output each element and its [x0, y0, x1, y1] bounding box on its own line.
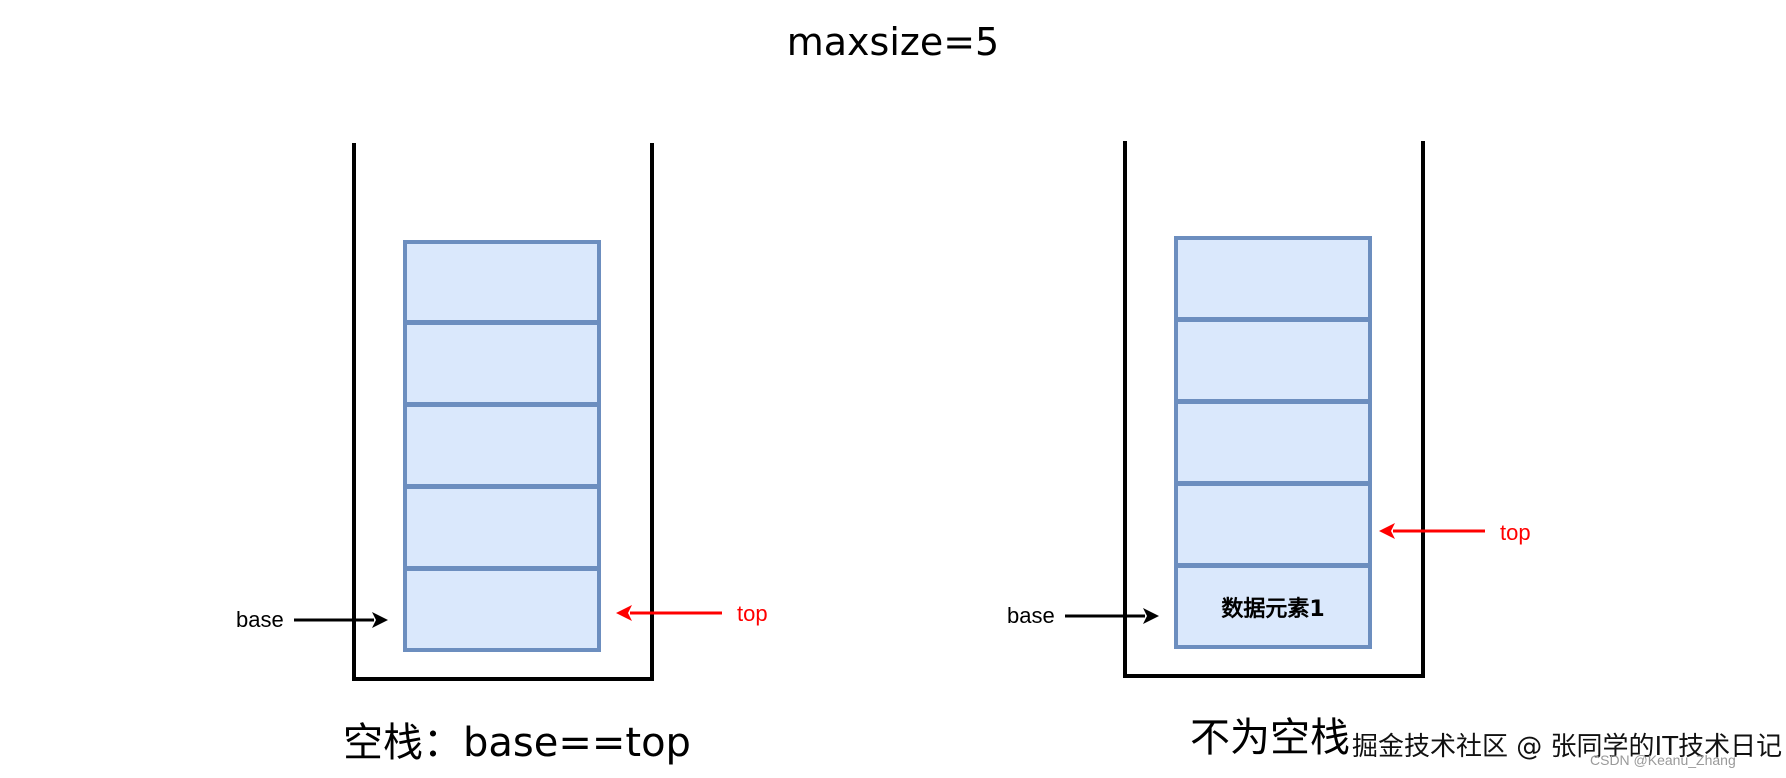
top-label: top	[1500, 520, 1531, 545]
stack-cell	[403, 240, 601, 324]
stack-cell	[403, 321, 601, 406]
stack-caption: 空栈：base==top	[343, 720, 691, 766]
base-label: base	[236, 607, 284, 632]
stack-cell	[1174, 400, 1372, 485]
stack-cell	[403, 403, 601, 488]
data-element-cell: 数据元素1	[1174, 564, 1372, 649]
stack-container	[352, 143, 654, 681]
stack-cell	[403, 567, 601, 652]
stack-cell	[1174, 236, 1372, 321]
watermark-small: CSDN @Keanu_Zhang	[1590, 752, 1736, 768]
base-arrow	[1065, 608, 1159, 624]
diagram-title: maxsize=5	[786, 20, 1000, 64]
stack-caption: 不为空栈	[1190, 715, 1350, 761]
top-arrow	[616, 605, 722, 621]
stack-container	[1123, 141, 1425, 678]
watermark: 掘金技术社区 @ 张同学的IT技术日记	[1352, 732, 1783, 762]
base-arrow	[294, 612, 388, 628]
stack-cell	[1174, 482, 1372, 567]
top-label: top	[737, 601, 768, 626]
stack-cell	[403, 485, 601, 570]
stack-cell	[1174, 318, 1372, 403]
top-arrow	[1379, 523, 1485, 539]
base-label: base	[1007, 603, 1055, 628]
